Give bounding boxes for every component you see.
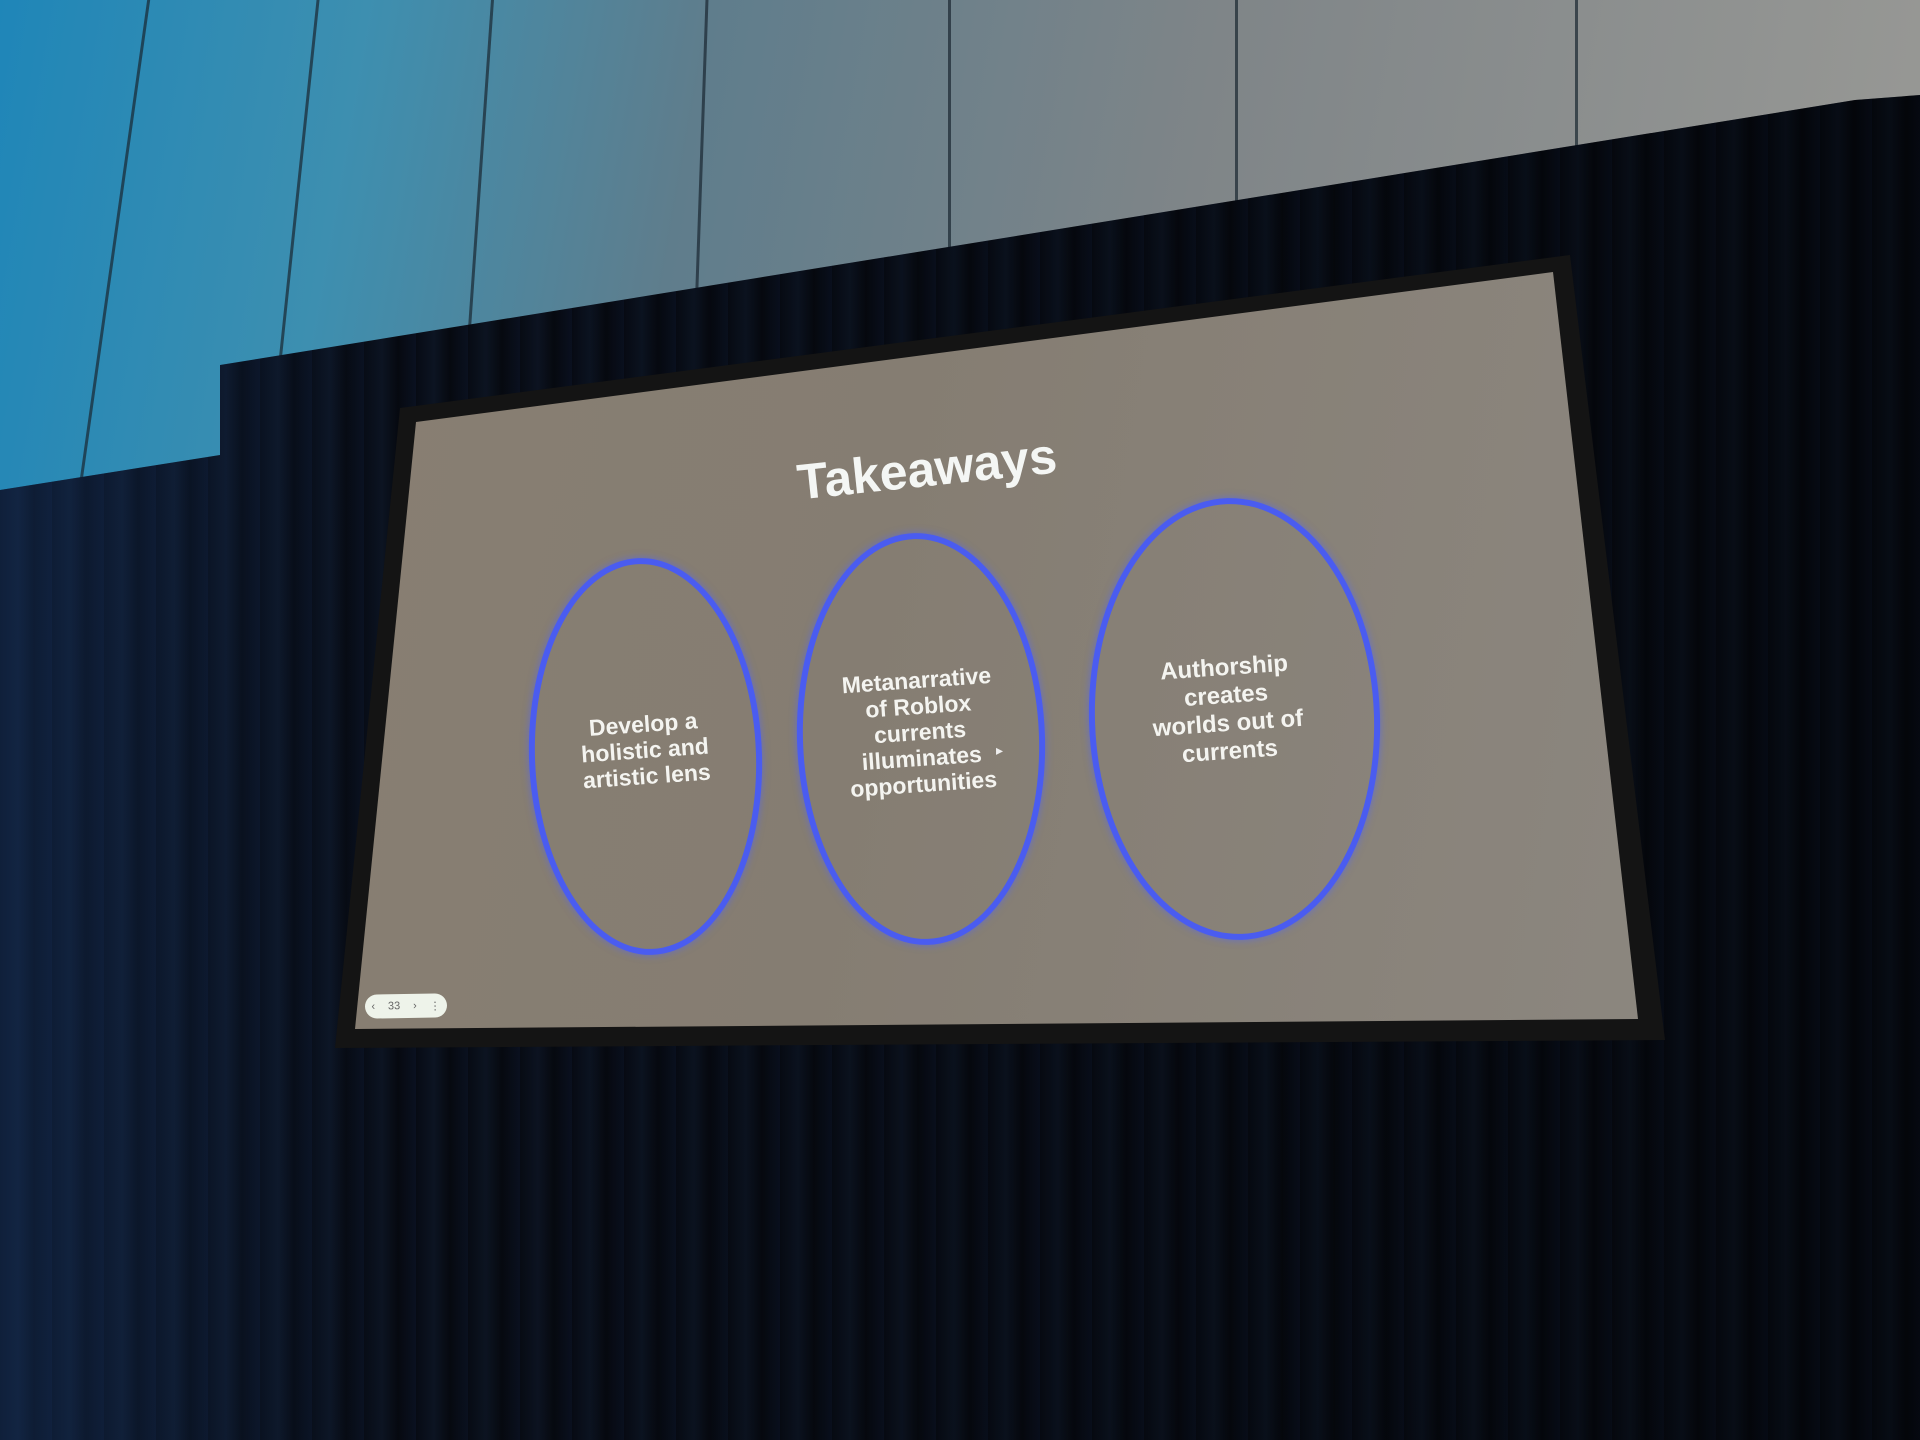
chevron-right-icon[interactable]: › [412,999,417,1012]
chevron-left-icon[interactable]: ‹ [371,1000,376,1013]
more-vertical-icon[interactable]: ⋮ [429,999,441,1013]
slide-navigation-controls: ‹ 33 › ⋮ [364,993,448,1019]
takeaway-text-2: Metanarrative of Roblox currents illumin… [840,661,998,802]
takeaway-text-3: Authorship creates worlds out of current… [1151,649,1305,769]
takeaway-text-1: Develop a holistic and artistic lens [580,707,712,794]
mouse-pointer-icon: ▸ [996,742,1004,758]
page-number: 33 [387,1000,401,1013]
